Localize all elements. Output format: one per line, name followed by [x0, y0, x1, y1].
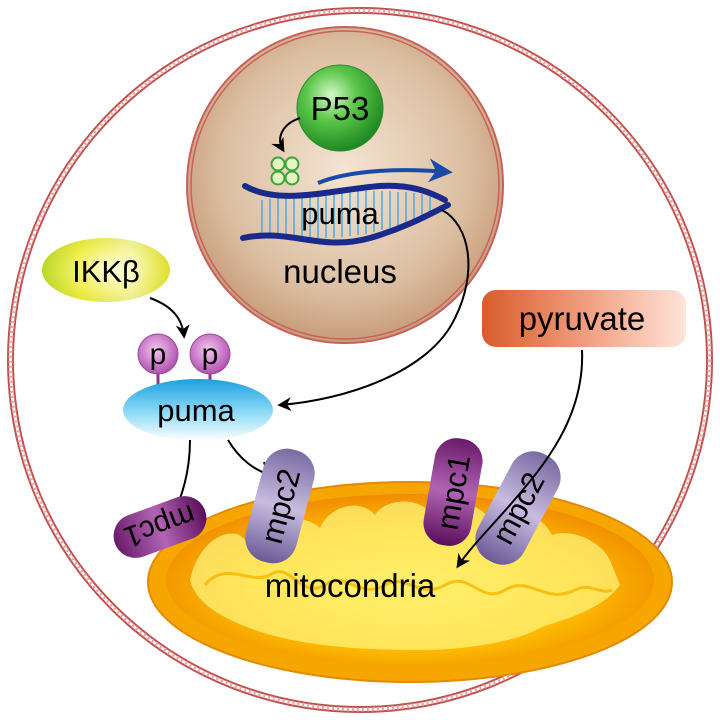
pyruvate-label: pyruvate: [519, 300, 646, 337]
nucleus: [186, 26, 504, 344]
p53-node: P53: [296, 64, 384, 152]
p53-label: P53: [311, 90, 370, 127]
phospho-group-2: p: [189, 333, 231, 388]
mitochondria-label: mitocondria: [265, 567, 436, 604]
puma-protein-node: puma: [123, 379, 273, 441]
puma-protein-label: puma: [157, 393, 235, 428]
cell-membrane: [7, 7, 713, 713]
phospho-label-2: p: [202, 338, 219, 371]
mpc1-right-transporter: mpc1: [423, 438, 483, 546]
transcription-complex-icon: [270, 156, 300, 186]
mpc2-left-transporter: mpc2: [245, 448, 315, 564]
mitochondria: mitocondria: [147, 481, 673, 683]
pyruvate-node: pyruvate: [482, 290, 686, 347]
ikkb-to-puma-arrow: [149, 297, 190, 339]
puma-export-arrow: [277, 209, 470, 412]
phospho-label-1: p: [150, 338, 167, 371]
ikkb-label: IKKβ: [72, 254, 140, 289]
phospho-group-1: p: [137, 333, 179, 388]
p53-to-dna-arrow: [271, 117, 301, 153]
puma-gene-label: puma: [301, 196, 379, 231]
pyruvate-import-arrow: [456, 349, 584, 569]
ikkb-node: IKKβ: [42, 238, 170, 302]
nucleus-label: nucleus: [283, 253, 397, 290]
dna-strand: [240, 158, 453, 246]
